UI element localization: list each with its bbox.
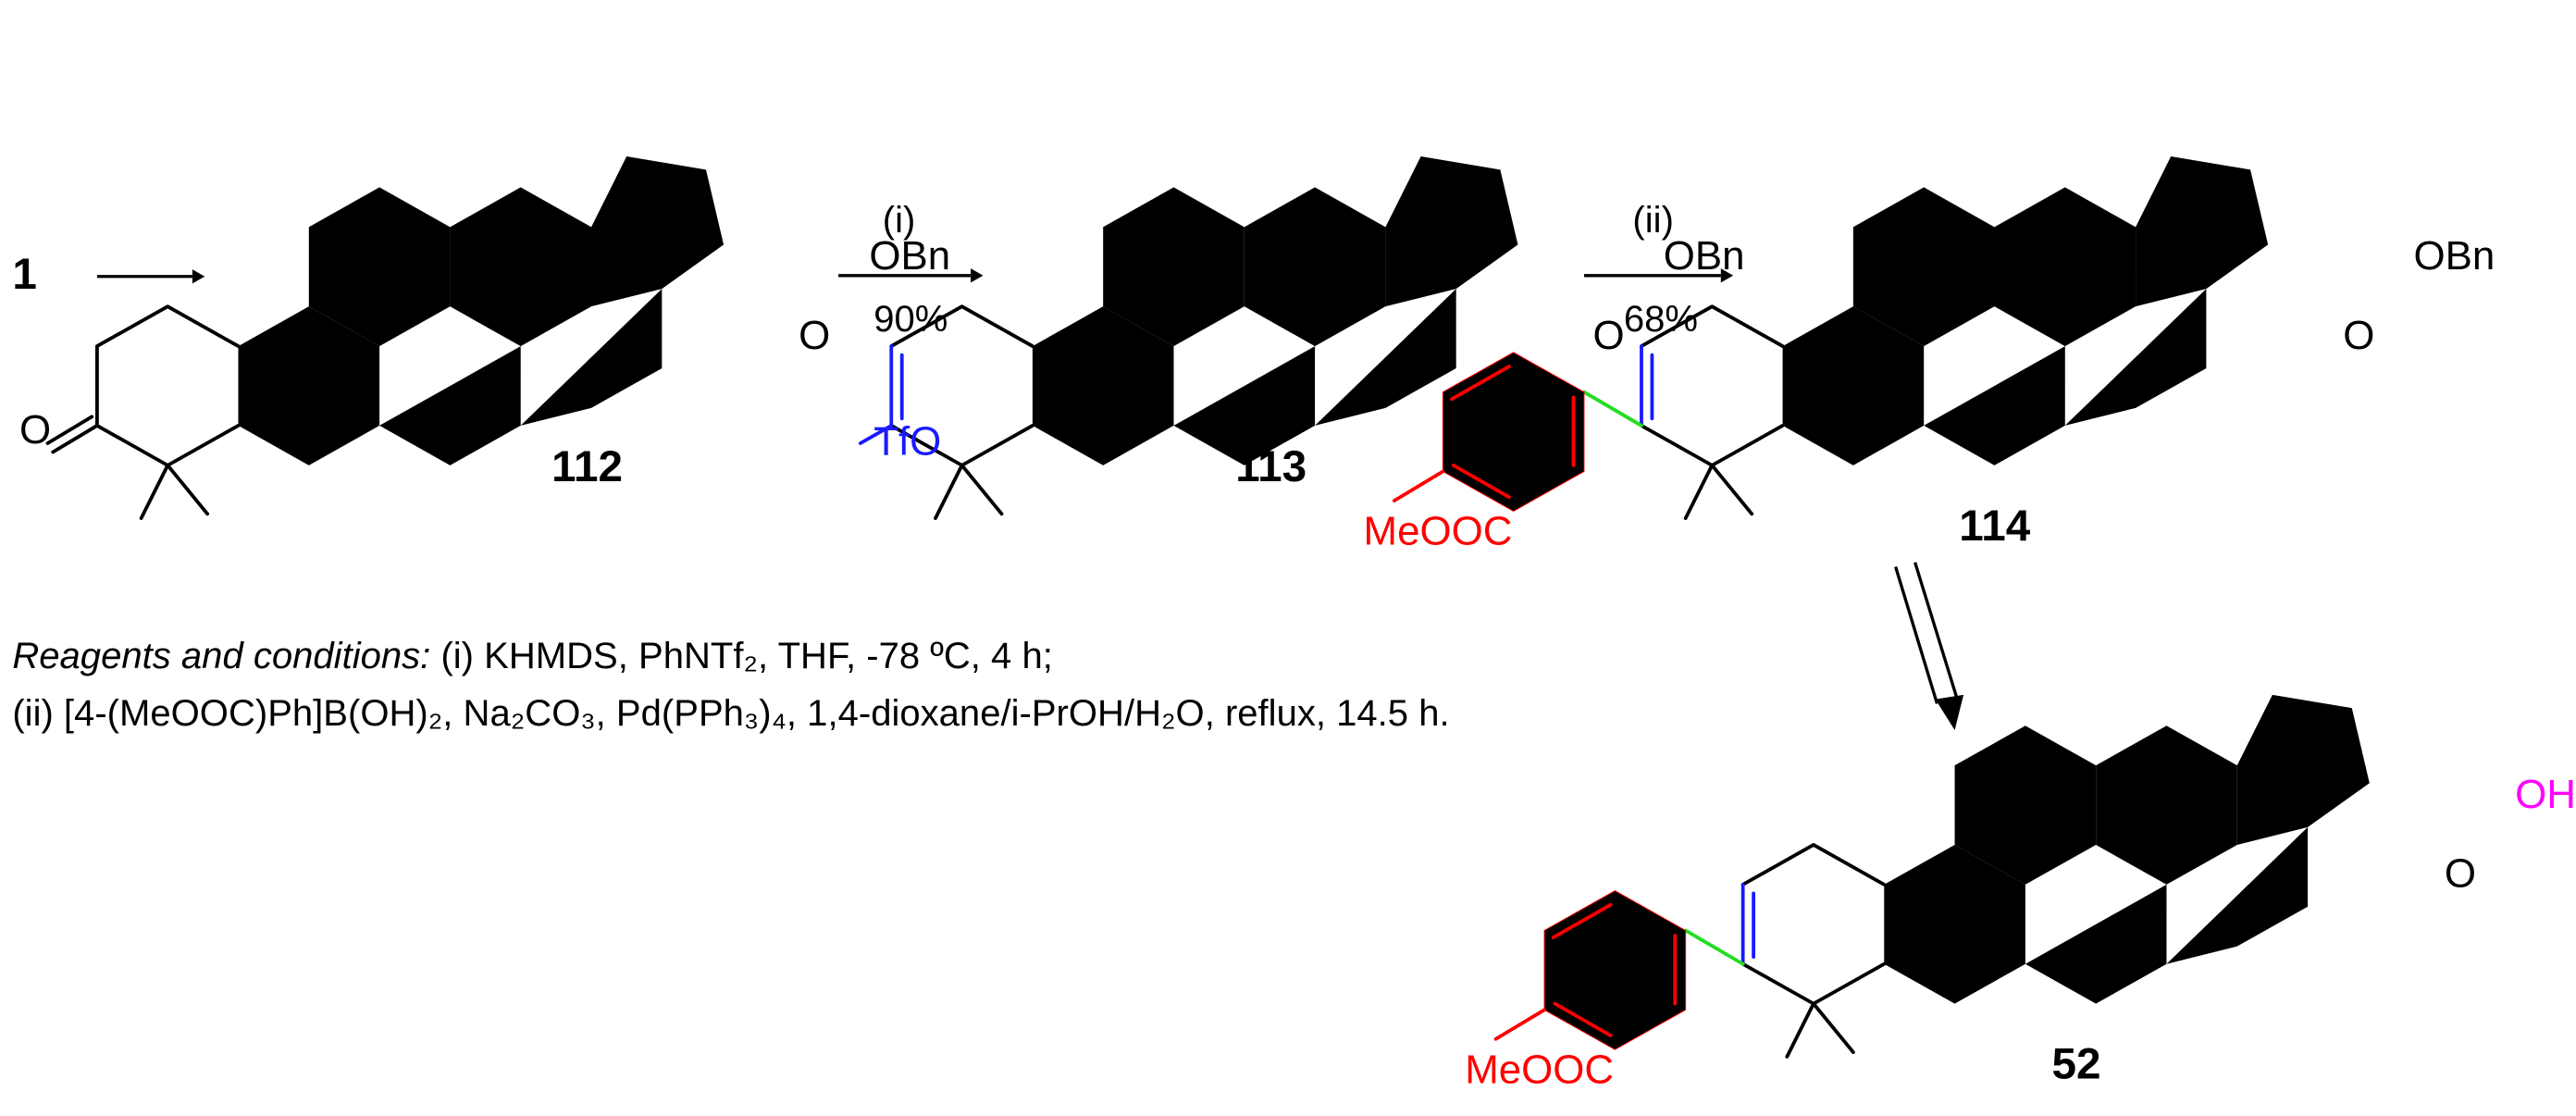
acid-o-52: O (2445, 851, 2476, 897)
arrow-1-to-112 (96, 269, 205, 284)
step2-reagent: (ii) (1632, 200, 1673, 241)
arrow-113-to-114 (1583, 268, 1734, 283)
ester-o-113: O (1593, 313, 1625, 358)
compound-label-1: 1 (12, 250, 37, 299)
ester-obn-113: OBn (1664, 233, 1745, 279)
compound-label-114: 114 (1959, 502, 2030, 551)
ester-label-52: MeOOC (1465, 1047, 1614, 1092)
conditions-step-i: (i) KHMDS, PhNTf₂, THF, -78 ºC, 4 h; (430, 636, 1053, 676)
ester-obn-112: OBn (869, 233, 950, 279)
structure-52 (1493, 566, 2520, 1059)
ester-label-114: MeOOC (1364, 509, 1513, 554)
ester-obn-114: OBn (2414, 233, 2496, 279)
arrow-112-to-113 (838, 268, 984, 283)
triflate-label-113: TfO (873, 418, 941, 464)
ketone-oxygen-112: O (19, 407, 51, 453)
step1-reagent: (i) (883, 200, 916, 241)
conditions-line-1: Reagents and conditions: (i) KHMDS, PhNT… (12, 636, 1053, 676)
conditions-line-2: (ii) [4-(MeOOC)Ph]B(OH)₂, Na₂CO₃, Pd(PPh… (12, 693, 1449, 734)
structure-114 (1393, 28, 2419, 520)
compound-label-52: 52 (2051, 1040, 2100, 1089)
multistep-arrow-114-to-52 (1894, 562, 1964, 730)
conditions-heading: Reagents and conditions: (12, 636, 430, 676)
step2-yield: 68% (1624, 299, 1698, 340)
compound-label-113: 113 (1235, 442, 1307, 491)
compound-label-112: 112 (551, 442, 623, 491)
step1-yield: 90% (873, 299, 947, 340)
ester-o-114: O (2343, 313, 2374, 358)
structure-112 (45, 28, 874, 520)
acid-oh-52: OH (2515, 772, 2576, 817)
structure-113 (859, 28, 1668, 520)
ester-o-112: O (799, 313, 830, 358)
